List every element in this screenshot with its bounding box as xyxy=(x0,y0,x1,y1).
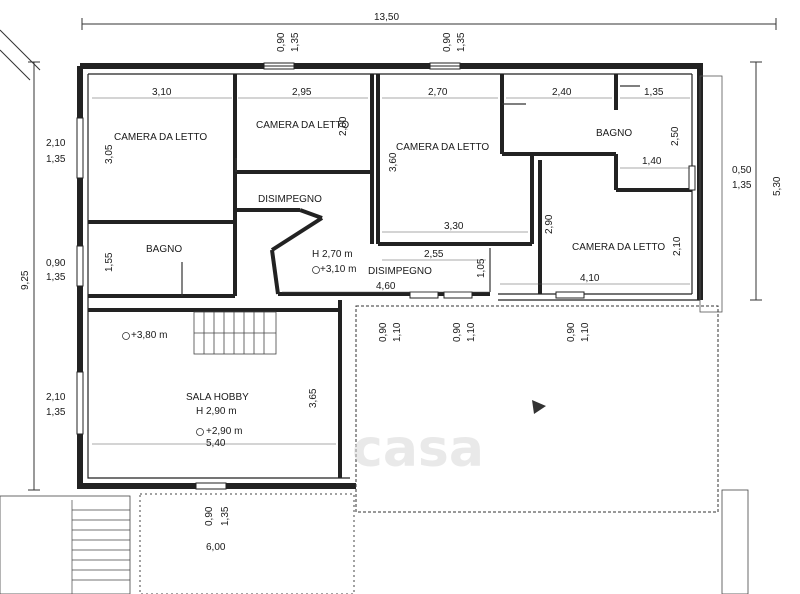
left-dimension-line xyxy=(28,61,40,491)
win-left1-b: 1,35 xyxy=(46,154,66,165)
room-label-sala-hobby: SALA HOBBY xyxy=(186,392,249,403)
room-label-camera4: CAMERA DA LETTO xyxy=(572,242,665,253)
win-top2-a: 0,90 xyxy=(442,32,453,52)
room-label-disimpegno-bottom: DISIMPEGNO xyxy=(368,266,432,277)
door-marks xyxy=(181,85,640,296)
dim-240: 2,40 xyxy=(552,87,572,98)
room-height-sala-hobby: H 2,90 m xyxy=(196,406,237,417)
dim-105: 1,05 xyxy=(476,258,487,278)
dim-360: 3,60 xyxy=(388,152,399,172)
top-dimension-line xyxy=(81,18,777,30)
terrace-area xyxy=(355,305,719,513)
window-left-1 xyxy=(76,117,84,179)
level-disimpegno: +3,10 m xyxy=(320,264,356,275)
dim-410: 4,10 xyxy=(580,273,600,284)
internal-dim-lines xyxy=(92,97,690,445)
dim-270: 2,70 xyxy=(428,87,448,98)
room-label-bagno-right: BAGNO xyxy=(596,128,632,139)
win-top2-b: 1,35 xyxy=(456,32,467,52)
win-mid3-b: 1,10 xyxy=(580,322,591,342)
room-label-camera3: CAMERA DA LETTO xyxy=(396,142,489,153)
window-mid-1 xyxy=(409,291,439,299)
win-bottom-a: 0,90 xyxy=(204,506,215,526)
win-bottom-b: 1,35 xyxy=(220,506,231,526)
level-stair: +3,80 m xyxy=(131,330,167,341)
interior-staircase xyxy=(193,311,277,355)
dim-330: 3,30 xyxy=(444,221,464,232)
window-bottom xyxy=(195,482,227,490)
dim-right-height: 5,30 xyxy=(772,176,783,196)
win-right-a: 0,50 xyxy=(732,165,752,176)
dim-255: 2,55 xyxy=(424,249,444,260)
dim-305: 3,05 xyxy=(104,144,115,164)
win-right-b: 1,35 xyxy=(732,180,752,191)
window-left-3 xyxy=(76,371,84,435)
dim-140: 1,40 xyxy=(642,156,662,167)
win-mid1-a: 0,90 xyxy=(378,322,389,342)
window-top-1 xyxy=(263,62,295,70)
win-left3-a: 2,10 xyxy=(46,392,66,403)
room-label-camera1: CAMERA DA LETTO xyxy=(114,132,207,143)
dim-200: 2,00 xyxy=(338,116,349,136)
win-top1-b: 1,35 xyxy=(290,32,301,52)
dim-310: 3,10 xyxy=(152,87,172,98)
win-left3-b: 1,35 xyxy=(46,407,66,418)
window-mid-3 xyxy=(555,291,585,299)
window-mid-2 xyxy=(443,291,473,299)
room-height-disimpegno: H 2,70 m xyxy=(312,249,353,260)
right-dimension-line xyxy=(750,61,762,301)
dim-155: 1,55 xyxy=(104,252,115,272)
dim-250: 2,50 xyxy=(670,126,681,146)
dim-295: 2,95 xyxy=(292,87,312,98)
corner-line xyxy=(0,29,41,71)
win-mid2-a: 0,90 xyxy=(452,322,463,342)
dim-135-top: 1,35 xyxy=(644,87,664,98)
window-top-2 xyxy=(429,62,461,70)
dim-210: 2,10 xyxy=(672,236,683,256)
room-label-camera2: CAMERA DA LETTO xyxy=(256,120,349,131)
win-left1-a: 2,10 xyxy=(46,138,66,149)
dim-600: 6,00 xyxy=(206,542,226,553)
dim-540: 5,40 xyxy=(206,438,226,449)
room-label-bagno-left: BAGNO xyxy=(146,244,182,255)
room-label-disimpegno-top: DISIMPEGNO xyxy=(258,194,322,205)
win-mid1-b: 1,10 xyxy=(392,322,403,342)
win-mid3-a: 0,90 xyxy=(566,322,577,342)
win-left2-a: 0,90 xyxy=(46,258,66,269)
win-mid2-b: 1,10 xyxy=(466,322,477,342)
outdoor-area xyxy=(0,489,749,594)
window-right xyxy=(688,165,696,191)
win-top1-a: 0,90 xyxy=(276,32,287,52)
dim-460: 4,60 xyxy=(376,281,396,292)
dim-290: 2,90 xyxy=(544,214,555,234)
dim-total-height: 9,25 xyxy=(20,270,31,290)
watermark-text: casa xyxy=(352,419,484,479)
dim-365: 3,65 xyxy=(308,388,319,408)
corner-line xyxy=(0,49,31,81)
win-left2-b: 1,35 xyxy=(46,272,66,283)
window-left-2 xyxy=(76,245,84,287)
level-sala: +2,90 m xyxy=(206,426,242,437)
interior-walls xyxy=(88,74,692,478)
dim-total-width: 13,50 xyxy=(374,12,399,23)
right-wall-strip xyxy=(699,75,723,313)
level-markers xyxy=(122,266,320,436)
